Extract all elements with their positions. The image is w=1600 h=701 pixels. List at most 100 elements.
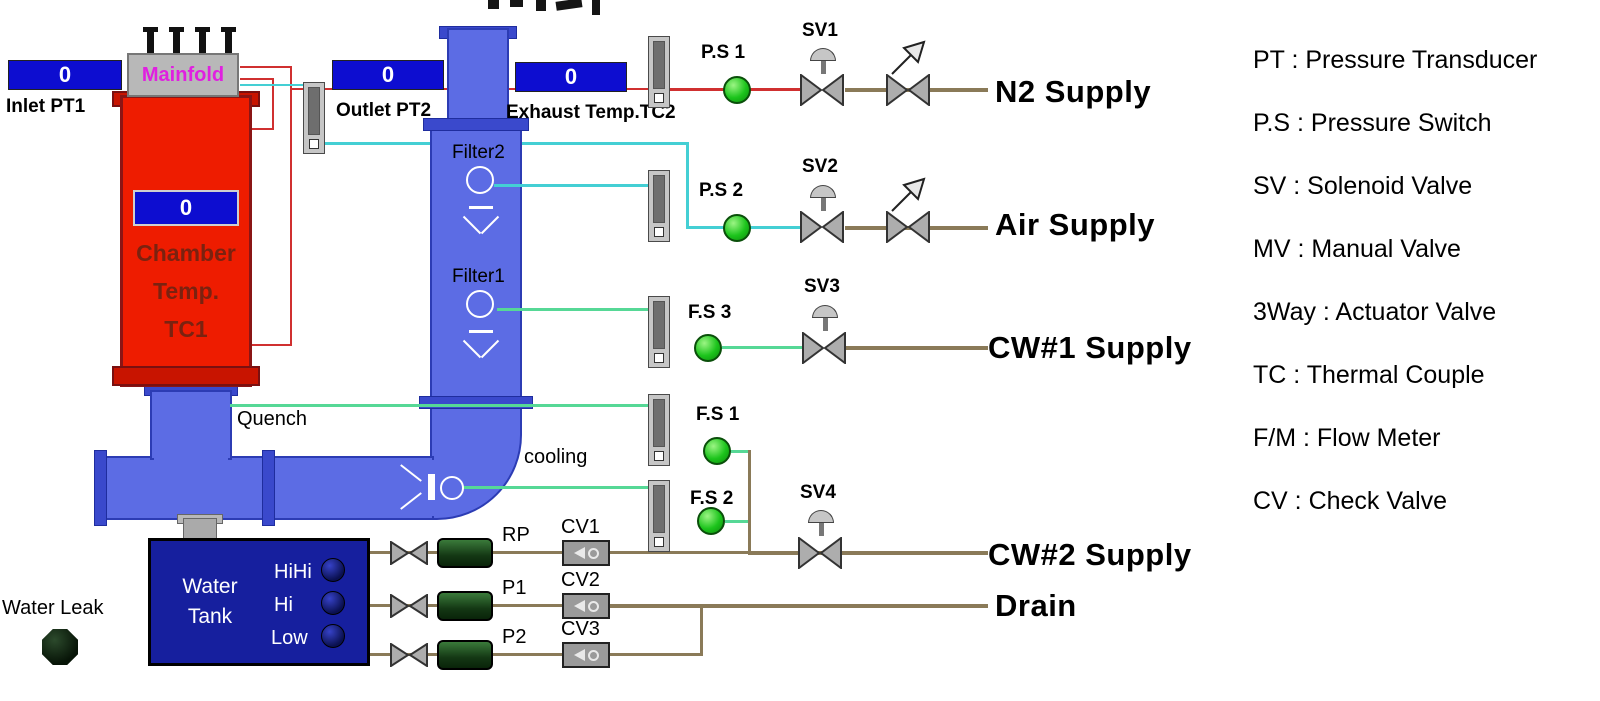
n2-sense-line: [272, 78, 274, 130]
p2-drain-riser: [700, 604, 703, 656]
legend-item-ps: P.S : Pressure Switch: [1253, 109, 1492, 137]
n2-sense-line: [240, 78, 274, 80]
tank-level-low-label: Low: [271, 627, 308, 649]
ps1-indicator-light: [723, 76, 751, 104]
cw2-supply-line: [748, 551, 988, 555]
sv1-valve[interactable]: [800, 74, 844, 106]
tank-level-hihi-lamp: [321, 558, 345, 582]
sv3-actuator-dome-icon: [812, 305, 838, 318]
air-actuator-valve[interactable]: [886, 211, 930, 243]
rp-row-line: [610, 551, 750, 554]
sv3-stem-icon: [823, 318, 828, 331]
check-valve-icon: [587, 649, 599, 661]
ps2-label: P.S 2: [699, 180, 744, 201]
manifold-pin-icon: [225, 31, 232, 55]
sv1-actuator-dome-icon: [810, 48, 836, 61]
air-supply-label: Air Supply: [995, 207, 1156, 242]
pipe-flange-ring: [262, 450, 275, 526]
manifold-pin-icon: [195, 27, 210, 32]
check-valve-icon: [573, 600, 585, 612]
sv4-actuator-dome-icon: [808, 510, 834, 523]
n2-supply-label: N2 Supply: [995, 74, 1152, 109]
check-valve-icon: [573, 649, 585, 661]
rp-row-line: [493, 551, 562, 554]
ps2-indicator-light: [723, 214, 751, 242]
filter1-icon: [469, 330, 493, 333]
check-valve-icon: [573, 547, 585, 559]
sensor-indicator: [654, 227, 664, 237]
fs2-sensor-bar: [648, 480, 670, 552]
rp-pump-label: RP: [502, 524, 530, 546]
cw1-supply-line: [845, 346, 988, 350]
legend-item-mv: MV : Manual Valve: [1253, 235, 1461, 263]
sensor-window: [653, 175, 665, 223]
manifold-pin-icon: [199, 31, 206, 55]
rp-pump[interactable]: [437, 538, 493, 568]
sensor-window: [653, 301, 665, 349]
manifold-pin-icon: [147, 31, 154, 55]
cooling-spray-icon: [440, 476, 464, 500]
p2-pump[interactable]: [437, 640, 493, 670]
cv3-check-valve: [562, 642, 610, 668]
ps1-sensor-bar: [648, 36, 670, 108]
tank-level-hihi-label: HiHi: [274, 561, 312, 583]
filter1-label: Filter1: [452, 266, 505, 287]
cut-off-title-fragment: [536, 0, 546, 11]
p1-row-line: [493, 604, 562, 607]
inlet-pt1-label: Inlet PT1: [6, 96, 86, 117]
cv1-label: CV1: [561, 516, 600, 538]
manifold-pin-icon: [169, 27, 184, 32]
p1-manual-valve[interactable]: [390, 594, 428, 618]
n2-actuator-flag-icon: [891, 40, 926, 75]
cw2-supply-label: CW#2 Supply: [988, 537, 1192, 572]
p2-manual-valve[interactable]: [390, 643, 428, 667]
drain-label: Drain: [995, 588, 1077, 623]
filter1-line: [497, 308, 648, 311]
cut-off-title-fragment: [488, 0, 499, 9]
chamber-drop-pipe: [150, 390, 232, 460]
drain-line: [610, 604, 988, 608]
cooling-label: cooling: [524, 446, 588, 468]
sensor-window: [308, 87, 320, 135]
chamber-flange-bottom: [112, 366, 260, 386]
sv2-stem-icon: [821, 198, 826, 211]
exhaust-tc2-display: 0: [515, 62, 627, 92]
filter2-line: [494, 184, 648, 187]
sv4-valve[interactable]: [798, 537, 842, 569]
fs3-sensor-bar: [648, 296, 670, 368]
sv2-valve[interactable]: [800, 211, 844, 243]
outlet-pt2-display: 0: [332, 60, 444, 90]
p2-pump-label: P2: [502, 626, 527, 648]
filter2-icon: [469, 206, 493, 209]
sensor-window: [653, 41, 665, 89]
cw1-row-line: [722, 346, 802, 349]
tank-level-hi-label: Hi: [274, 594, 293, 616]
rp-manual-valve[interactable]: [390, 541, 428, 565]
ps2-sensor-bar: [648, 170, 670, 242]
n2-sense-line: [252, 128, 274, 130]
legend-item-3way: 3Way : Actuator Valve: [1253, 298, 1497, 326]
sv3-valve[interactable]: [802, 332, 846, 364]
legend: PT : Pressure Transducer P.S : Pressure …: [1253, 48, 1537, 514]
n2-sense-line: [252, 344, 292, 346]
sensor-indicator: [654, 537, 664, 547]
air-actuator-flag-icon: [891, 177, 926, 212]
p2-row-line: [493, 653, 562, 656]
chamber-temp-display: 0: [133, 190, 239, 226]
fs1-row-line: [731, 450, 750, 453]
manifold-label: Mainfold: [141, 63, 225, 86]
sv4-label: SV4: [800, 482, 836, 503]
fs2-row-line: [725, 520, 750, 523]
fs2-label: F.S 2: [690, 488, 734, 509]
p1-pump[interactable]: [437, 591, 493, 621]
cv1-check-valve: [562, 540, 610, 566]
legend-item-sv: SV : Solenoid Valve: [1253, 172, 1473, 200]
quench-label: Quench: [237, 408, 308, 430]
quench-line: [230, 404, 648, 407]
n2-sense-line: [240, 66, 292, 68]
n2-sense-line: [290, 66, 292, 346]
legend-item-pt: PT : Pressure Transducer: [1253, 46, 1538, 74]
n2-actuator-valve[interactable]: [886, 74, 930, 106]
filter1-icon: [466, 290, 494, 318]
legend-item-fm: F/M : Flow Meter: [1253, 424, 1441, 452]
